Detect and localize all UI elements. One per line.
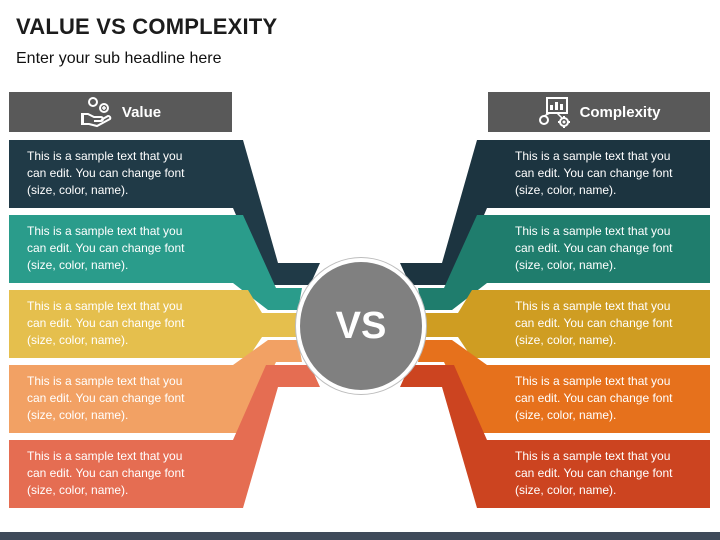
complexity-item-1: This is a sample text that you can edit.… <box>487 140 710 208</box>
page-title: VALUE VS COMPLEXITY <box>16 14 278 39</box>
page-subtitle: Enter your sub headline here <box>16 50 222 67</box>
complexity-item-2-line-1: This is a sample text that you <box>515 224 671 238</box>
value-item-1-line-2: can edit. You can change font <box>27 166 185 180</box>
complexity-header: Complexity <box>488 92 710 132</box>
value-item-5-line-3: (size, color, name). <box>27 483 129 497</box>
process-chart-gear-icon <box>538 97 570 128</box>
footer-bar <box>0 532 720 540</box>
complexity-item-1-line-1: This is a sample text that you <box>515 149 671 163</box>
complexity-header-label: Complexity <box>579 103 661 121</box>
value-item-4: This is a sample text that you can edit.… <box>9 365 233 433</box>
value-item-5-line-1: This is a sample text that you <box>27 449 183 463</box>
value-item-3-line-1: This is a sample text that you <box>27 299 183 313</box>
connector-left-3 <box>233 290 300 358</box>
complexity-item-3: This is a sample text that you can edit.… <box>487 290 710 358</box>
connector-right-3 <box>420 290 487 358</box>
complexity-item-4-line-2: can edit. You can change font <box>515 391 673 405</box>
complexity-item-3-line-2: can edit. You can change font <box>515 316 673 330</box>
value-header: Value <box>9 92 232 132</box>
connector-left-5 <box>233 365 320 508</box>
complexity-item-4: This is a sample text that you can edit.… <box>487 365 710 433</box>
value-item-3-line-2: can edit. You can change font <box>27 316 185 330</box>
value-item-1: This is a sample text that you can edit.… <box>9 140 233 208</box>
value-item-3-line-3: (size, color, name). <box>27 333 129 347</box>
value-header-label: Value <box>121 103 162 121</box>
connector-left-2 <box>233 215 302 310</box>
complexity-item-2-line-3: (size, color, name). <box>515 258 617 272</box>
value-item-2: This is a sample text that you can edit.… <box>9 215 233 283</box>
vs-badge: VS <box>296 258 426 394</box>
complexity-item-3-line-3: (size, color, name). <box>515 333 617 347</box>
complexity-item-5-line-1: This is a sample text that you <box>515 449 671 463</box>
value-item-1-line-3: (size, color, name). <box>27 183 129 197</box>
value-item-4-line-2: can edit. You can change font <box>27 391 185 405</box>
complexity-item-4-line-1: This is a sample text that you <box>515 374 671 388</box>
connector-right-2 <box>418 215 487 310</box>
value-item-2-line-2: can edit. You can change font <box>27 241 185 255</box>
complexity-item-5-line-2: can edit. You can change font <box>515 466 673 480</box>
value-item-4-line-3: (size, color, name). <box>27 408 129 422</box>
value-item-1-line-1: This is a sample text that you <box>27 149 183 163</box>
complexity-item-2-line-2: can edit. You can change font <box>515 241 673 255</box>
hand-with-coins-icon <box>80 97 112 128</box>
complexity-item-3-line-1: This is a sample text that you <box>515 299 671 313</box>
value-item-2-line-3: (size, color, name). <box>27 258 129 272</box>
complexity-item-1-line-2: can edit. You can change font <box>515 166 673 180</box>
connector-right-5 <box>400 365 487 508</box>
complexity-item-5-line-3: (size, color, name). <box>515 483 617 497</box>
value-item-2-line-1: This is a sample text that you <box>27 224 183 238</box>
complexity-item-4-line-3: (size, color, name). <box>515 408 617 422</box>
complexity-item-1-line-3: (size, color, name). <box>515 183 617 197</box>
complexity-item-5: This is a sample text that you can edit.… <box>487 440 710 508</box>
value-item-3: This is a sample text that you can edit.… <box>9 290 233 358</box>
value-item-5-line-2: can edit. You can change font <box>27 466 185 480</box>
value-item-5: This is a sample text that you can edit.… <box>9 440 233 508</box>
complexity-item-2: This is a sample text that you can edit.… <box>487 215 710 283</box>
value-item-4-line-1: This is a sample text that you <box>27 374 183 388</box>
